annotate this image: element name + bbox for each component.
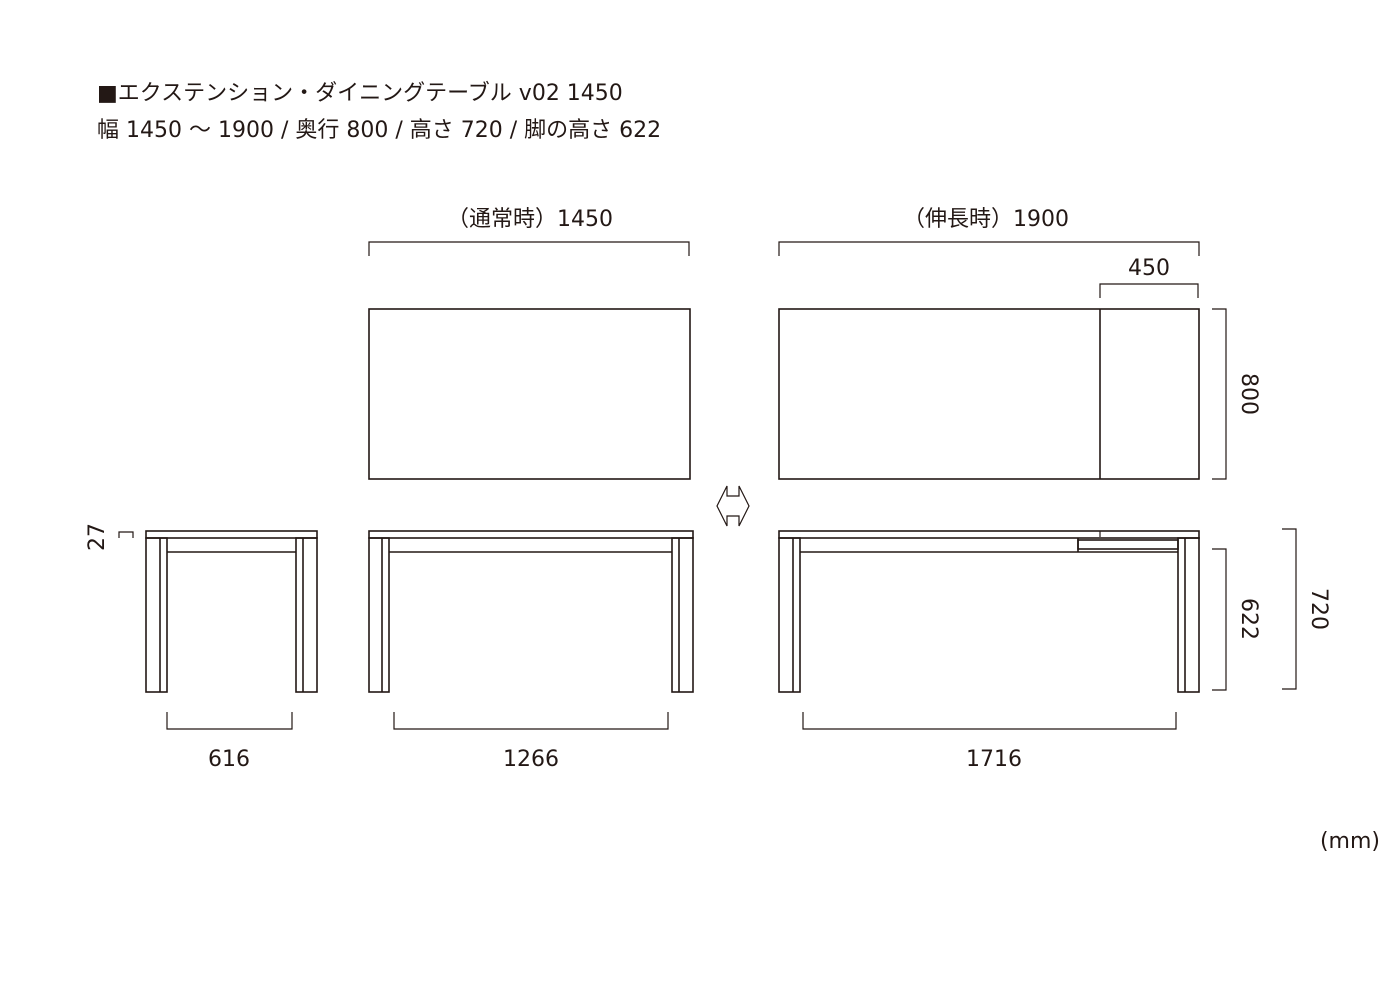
title: ■エクステンション・ダイニングテーブル v02 1450 — [97, 81, 623, 106]
leg-height-label: 622 — [1236, 598, 1261, 640]
extended-span-label: 1716 — [966, 747, 1022, 772]
depth-bracket — [1212, 308, 1227, 480]
extended-top-view: （伸長時）1900 450 800 — [778, 207, 1261, 480]
end-span-label: 616 — [208, 747, 250, 772]
normal-front-view: 1266 — [368, 530, 694, 772]
total-height-bracket — [1282, 528, 1297, 690]
extended-front-view: 1716 622 720 — [778, 528, 1331, 772]
extended-span-bracket — [802, 712, 1177, 730]
extension-width-bracket — [1099, 283, 1199, 298]
total-height-label: 720 — [1306, 588, 1331, 630]
end-span-bracket — [166, 712, 293, 730]
normal-top-view: （通常時）1450 — [368, 207, 691, 480]
extended-tabletop — [778, 308, 1200, 480]
subtitle: 幅 1450 〜 1900 / 奥行 800 / 高さ 720 / 脚の高さ 6… — [97, 118, 661, 143]
leg-height-bracket — [1212, 548, 1227, 691]
extension-width-label: 450 — [1128, 256, 1170, 281]
normal-span-bracket — [393, 712, 669, 730]
end-side-view: 27 616 — [85, 523, 318, 772]
normal-width-bracket — [368, 241, 690, 256]
normal-width-label: （通常時）1450 — [447, 207, 613, 232]
depth-label: 800 — [1236, 373, 1261, 415]
unit-label: (mm) — [1320, 829, 1380, 854]
top-thickness-bracket — [118, 531, 134, 538]
top-thickness-label: 27 — [85, 523, 110, 551]
extend-arrows-icon — [716, 485, 750, 527]
extended-width-label: （伸長時）1900 — [903, 207, 1069, 232]
extended-width-bracket — [778, 241, 1200, 256]
normal-span-label: 1266 — [503, 747, 559, 772]
normal-tabletop — [368, 308, 691, 480]
